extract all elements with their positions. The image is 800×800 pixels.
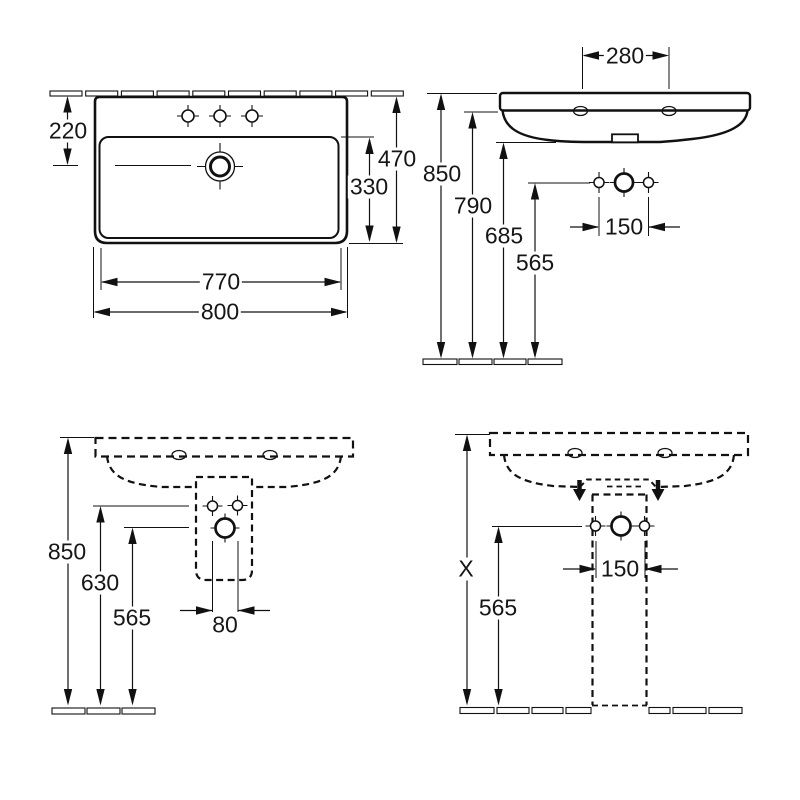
- dim-label-plan-inner-width: 770: [199, 268, 243, 295]
- dim-label-side-fixing-height: 630: [78, 569, 122, 596]
- fixing-holes-front: [572, 105, 677, 117]
- tap-hole-group-front: [589, 168, 659, 197]
- dim-label-front-overall-height: 850: [420, 160, 464, 187]
- dim-label-side-supply-height: 565: [110, 604, 154, 631]
- dim-label-plan-wall-offset: 220: [46, 117, 90, 144]
- floor-hatch-side: [51, 707, 156, 715]
- bowl-hidden-left: [105, 455, 196, 489]
- dim-label-front-hole-centres: 150: [602, 213, 646, 240]
- plan-extension-lines: [53, 136, 403, 318]
- front-arrowheads: [436, 51, 669, 359]
- side-dimension-lines: [67, 440, 270, 703]
- front-dimension-lines: [440, 54, 680, 356]
- wall-hatch: [49, 90, 404, 97]
- floor-hatch-pedestal: [459, 706, 743, 715]
- bowl-hidden-left-2: [502, 454, 581, 489]
- front-view-pedestal: [455, 431, 750, 715]
- dim-label-plan-bowl-depth: 330: [347, 173, 391, 200]
- rim-slab-hidden: [94, 436, 355, 458]
- dim-label-pedestal-hole-centres: 150: [598, 555, 642, 582]
- front-view: [422, 47, 752, 366]
- drain-recess-hidden: [579, 478, 657, 488]
- fixing-holes-front-2: [567, 447, 673, 459]
- drain-hole-plan: [115, 143, 243, 190]
- tap-holes-pedestal: [585, 511, 655, 541]
- rim-slab-hidden-2: [488, 431, 750, 457]
- front-extension-lines: [427, 47, 670, 236]
- bowl-hidden-right: [252, 455, 343, 489]
- basin-inner-outline: [98, 136, 340, 239]
- dim-label-pedestal-supply-height: 565: [476, 594, 520, 621]
- bowl-hidden-right-2: [657, 454, 736, 489]
- dim-label-front-supply-height: 565: [513, 249, 557, 276]
- side-view-semi-pedestal: [51, 436, 355, 715]
- dim-label-plan-total-depth: 470: [375, 145, 419, 172]
- dim-label-front-tap-centres: 280: [603, 42, 647, 69]
- dim-label-side-waste-width: 80: [210, 611, 240, 638]
- plan-arrowheads: [63, 96, 401, 317]
- plan-view: [49, 90, 404, 318]
- basin-outer-outline: [93, 95, 349, 245]
- semi-pedestal-outline: [194, 475, 254, 582]
- fixing-holes-side: [171, 449, 278, 461]
- tap-holes-semi-pedestal: [202, 495, 248, 543]
- mounting-direction-arrows: [573, 480, 665, 501]
- side-extension-lines: [60, 437, 239, 612]
- rim-slab-outline: [498, 91, 752, 112]
- floor-hatch-front: [422, 358, 563, 366]
- dim-label-front-rim-height: 790: [451, 192, 495, 219]
- dim-label-side-overall-height: 850: [45, 538, 89, 565]
- side-arrowheads: [63, 437, 255, 706]
- drain-fitting: [611, 133, 639, 144]
- dim-label-pedestal-overall-height: X: [456, 555, 476, 582]
- pedestal-arrowheads: [462, 434, 662, 706]
- tap-holes-plan: [177, 105, 263, 127]
- pedestal-extension-lines: [455, 434, 646, 578]
- dim-label-plan-total-width: 800: [198, 298, 242, 325]
- dim-label-front-underside-height: 685: [482, 222, 526, 249]
